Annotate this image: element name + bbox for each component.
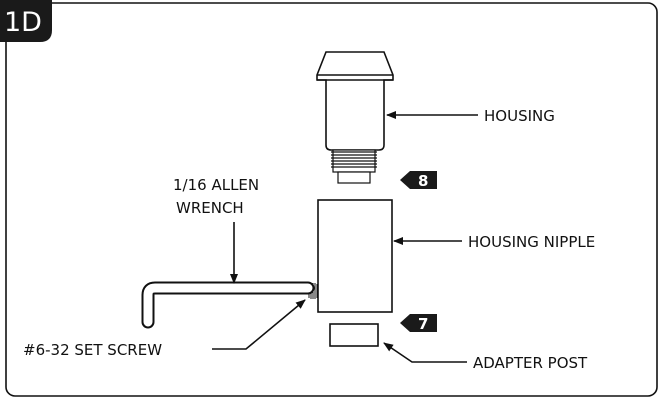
- housing-part: [316, 51, 394, 151]
- housing-nipple-label: HOUSING NIPPLE: [468, 233, 595, 251]
- allen-wrench-label-line1: 1/16 ALLEN: [173, 176, 259, 194]
- step-marker-8: 8: [400, 171, 437, 190]
- step-marker-7: 7: [400, 314, 437, 333]
- set-screw-label: #6-32 SET SCREW: [23, 341, 162, 359]
- step-badge: [0, 0, 52, 42]
- diagram-frame: [5, 2, 658, 397]
- housing-nipple-part: [317, 199, 393, 313]
- leader-lines: [212, 111, 478, 363]
- step-8-label: 8: [418, 172, 428, 190]
- allen-wrench-part: [141, 281, 315, 329]
- allen-wrench-label-line2: WRENCH: [176, 199, 244, 217]
- step-7-label: 7: [418, 315, 428, 333]
- set-screw-leader: [212, 299, 306, 350]
- housing-threads: [331, 149, 377, 184]
- housing-label: HOUSING: [484, 107, 555, 125]
- adapter-post-label: ADAPTER POST: [473, 354, 588, 372]
- step-badge-label: 1D: [4, 7, 42, 38]
- adapter-post-leader: [383, 342, 467, 363]
- adapter-post-part: [329, 323, 379, 347]
